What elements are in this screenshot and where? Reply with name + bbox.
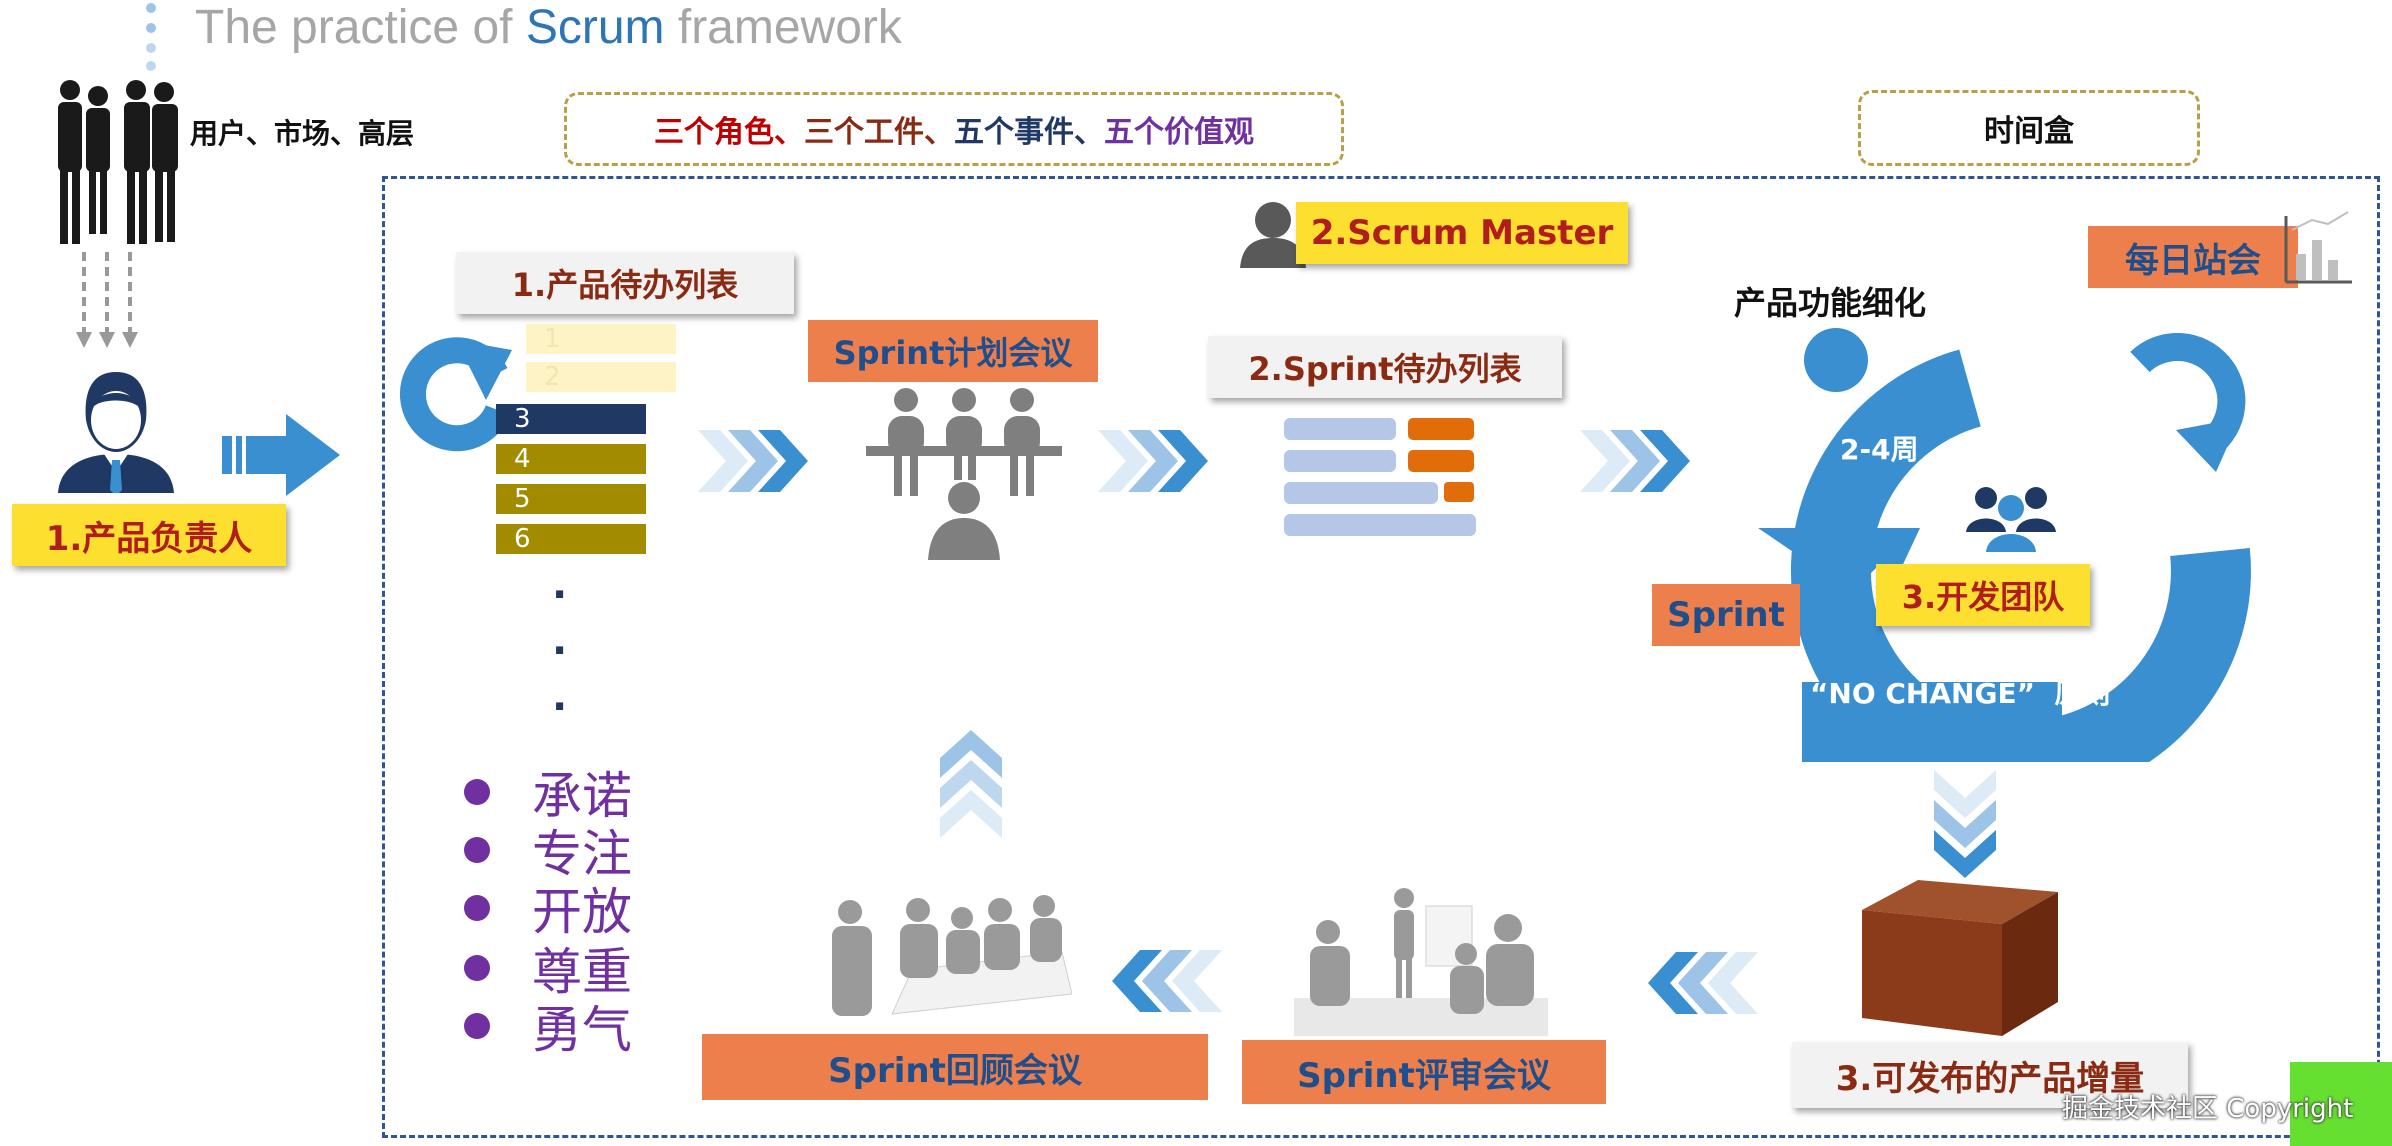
values-text: 五个价值观 [1104,115,1254,150]
green-corner-badge [2290,1062,2392,1146]
down-dashed-arrows-icon [72,252,142,352]
bullet-dot-icon [464,1013,490,1039]
product-owner-avatar [56,368,176,496]
title-suffix: framework [664,1,902,54]
backlog-item-number: 4 [514,444,531,474]
sprint-retro-label: Sprint回顾会议 [702,1034,1208,1100]
chevron-down-icon [1934,770,1996,880]
backlog-item: 2 [526,362,676,392]
watermark-text: 掘金技术社区 Copyright [2062,1094,2354,1124]
backlog-item-number: 6 [514,524,531,554]
events-text: 五个事件、 [954,115,1104,150]
title-prefix: The practice of [195,1,526,54]
value-item: 承诺 [464,756,632,828]
no-change-text: “NO CHANGE” 原则 [1810,677,2111,710]
big-right-arrow-icon [222,414,340,496]
meeting-table-icon [866,386,1062,560]
chevron-right-icon [698,430,810,492]
bullet-dot-icon [464,837,490,863]
backlog-ellipsis-1: . [552,562,568,608]
bar-chart-icon [2282,206,2354,286]
backlog-item-number: 1 [544,324,561,354]
value-item: 勇气 [464,990,632,1062]
bullet-dot-icon [464,895,490,921]
backlog-item: 5 [496,484,646,514]
value-item: 尊重 [464,932,632,1004]
sprint-backlog-label: 2.Sprint待办列表 [1208,336,1562,398]
bullet-dot-icon [464,779,490,805]
team-size-text: 7±2人 [2078,433,2169,466]
retro-meeting-photo [822,890,1073,1022]
increment-label: 3.可发布的产品增量 [1792,1042,2188,1108]
value-item: 专注 [464,814,632,886]
artifacts-text: 三个工件、 [804,115,954,150]
chevron-left-icon [1110,950,1222,1012]
backlog-ellipsis-2: . [552,618,568,664]
team-people-icon [1966,484,2056,556]
daily-standup-label: 每日站会 [2088,226,2298,288]
duration-text: 2-4周 [1840,433,1919,466]
page-title: The practice of Scrum framework [195,0,902,55]
timebox-box: 时间盒 [1858,90,2200,166]
bullet-dot-icon [464,955,490,981]
value-text: 承诺 [532,767,632,825]
backlog-item-number: 2 [544,362,561,392]
product-backlog-list: 1 2 3 4 5 6 [496,322,676,562]
backlog-item: 4 [496,444,646,474]
increment-box-icon [1862,880,2058,1036]
backlog-item-number: 5 [514,484,531,514]
sprint-backlog-icon [1284,418,1480,546]
chevron-left-icon [1646,952,1758,1014]
scrum-master-label: 2.Scrum Master [1296,202,1628,264]
backlog-item: 6 [496,524,646,554]
title-dots-icon [145,0,157,72]
value-item: 开放 [464,872,632,944]
backlog-item-number: 3 [514,404,531,434]
value-text: 勇气 [532,1001,632,1059]
scrum-master-icon [1238,200,1308,268]
chevron-right-icon [1098,430,1210,492]
value-text: 尊重 [532,943,632,1001]
sprint-planning-label: Sprint计划会议 [808,320,1098,382]
dev-team-label: 3.开发团队 [1876,564,2090,626]
chevron-up-icon [940,726,1002,838]
refinement-label: 产品功能细化 [1734,284,1927,322]
sprint-review-label: Sprint评审会议 [1242,1040,1606,1104]
value-text: 开放 [532,883,632,941]
sprint-label: Sprint [1652,584,1800,646]
product-owner-label: 1.产品负责人 [12,504,286,566]
scrum-elements-box: 三个角色、 三个工件、 五个事件、 五个价值观 [564,92,1344,166]
timebox-text: 时间盒 [1984,114,2074,149]
sprint-cycle-graphic [1740,292,2300,802]
stakeholders-label: 用户、市场、高层 [190,117,415,150]
backlog-item: 3 [496,404,646,434]
backlog-ellipsis-3: . [552,674,568,720]
product-backlog-label: 1.产品待办列表 [456,252,794,314]
roles-text: 三个角色、 [654,115,804,150]
chevron-right-icon [1580,430,1692,492]
value-text: 专注 [532,825,632,883]
scrum-process-frame [382,176,2380,1138]
title-highlight: Scrum [525,1,665,54]
stakeholders-icon [48,76,188,251]
refresh-cycle-icon [396,330,512,452]
review-meeting-photo [1294,886,1548,1036]
backlog-item: 1 [526,324,676,354]
